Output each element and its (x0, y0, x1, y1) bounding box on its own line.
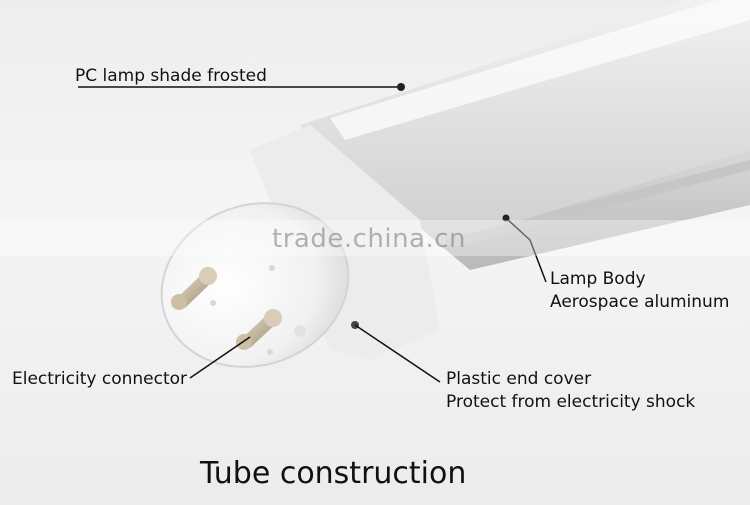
body-label-line2: Aerospace aluminum (550, 292, 730, 312)
connector-leader-line (189, 336, 251, 379)
shade-marker (397, 83, 405, 91)
watermark-band (0, 220, 750, 256)
aluminum-body (440, 150, 750, 270)
body-marker (502, 214, 510, 222)
cover-label-line2: Protect from electricity shock (446, 392, 696, 412)
connector-label: Electricity connector (12, 369, 188, 389)
body-leader-line (505, 217, 547, 283)
watermark: trade.china.cn (272, 224, 467, 254)
cover-leader-line (354, 324, 441, 383)
caption-title: Tube construction (200, 456, 467, 491)
shade-label: PC lamp shade frosted (75, 66, 267, 86)
end-cap (160, 125, 440, 368)
cover-label-line1: Plastic end cover (446, 369, 592, 389)
leader-lines (78, 86, 547, 383)
body-label-line1: Lamp Body (550, 269, 646, 289)
tube-shade (300, 0, 750, 245)
